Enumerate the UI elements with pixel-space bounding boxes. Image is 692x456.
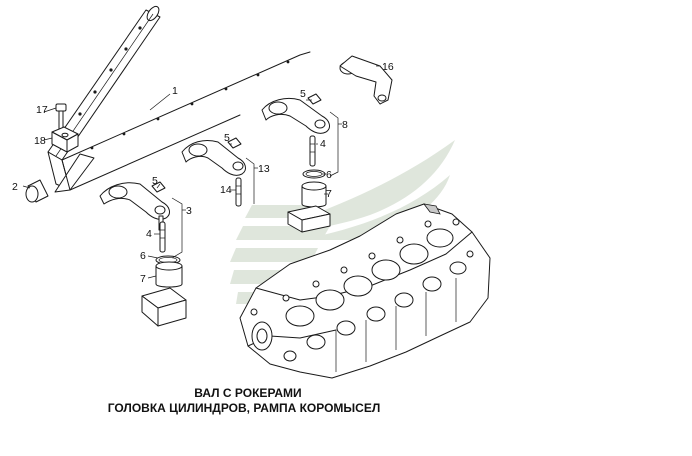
callout-6a: 6 bbox=[140, 250, 146, 262]
rocker-shaft bbox=[47, 5, 311, 193]
bridge-block-b bbox=[287, 205, 331, 233]
adjusting-screw-4a bbox=[159, 221, 166, 253]
adjusting-screw-14 bbox=[235, 177, 242, 207]
bridge-block-a bbox=[141, 287, 187, 327]
callout-18: 18 bbox=[34, 135, 46, 147]
shaft-end-plug bbox=[25, 179, 49, 203]
callout-3: 3 bbox=[186, 205, 192, 217]
rocker-arm-13 bbox=[181, 137, 246, 176]
caption-title: ВАЛ С РОКЕРАМИ bbox=[194, 386, 301, 400]
callout-17: 17 bbox=[36, 104, 48, 116]
bracket-18 bbox=[51, 126, 79, 153]
bracket-16 bbox=[339, 55, 393, 105]
rocker-arm-3 bbox=[99, 181, 170, 231]
callout-6b: 6 bbox=[326, 169, 332, 181]
callout-7a: 7 bbox=[140, 273, 146, 285]
valve-ports bbox=[285, 228, 467, 350]
callout-13: 13 bbox=[258, 163, 270, 175]
leader-lines bbox=[22, 65, 380, 279]
valve-cap-7a bbox=[155, 261, 183, 288]
callout-4b: 4 bbox=[320, 138, 326, 150]
head-end-face bbox=[250, 308, 297, 362]
cylinder-head bbox=[239, 203, 491, 379]
clip-6b bbox=[302, 169, 326, 179]
shaft-dots bbox=[90, 60, 290, 150]
head-side-ribs bbox=[335, 278, 457, 372]
callout-16: 16 bbox=[382, 61, 394, 73]
callout-8: 8 bbox=[342, 119, 348, 131]
adjusting-screw-4b bbox=[309, 135, 316, 167]
valve-cap-7b bbox=[301, 181, 327, 208]
callout-7b: 7 bbox=[326, 188, 332, 200]
callout-14: 14 bbox=[220, 184, 232, 196]
bolt-17 bbox=[55, 103, 67, 130]
callout-4a: 4 bbox=[146, 228, 152, 240]
caption-subtitle: ГОЛОВКА ЦИЛИНДРОВ, РАМПА КОРОМЫСЕЛ bbox=[108, 401, 381, 415]
callout-5c: 5 bbox=[300, 88, 306, 100]
shaft-oil-holes bbox=[78, 26, 142, 116]
callout-labels: 1 2 3 4 4 5 5 5 6 6 7 7 8 13 14 16 17 18 bbox=[12, 61, 394, 285]
callout-5a: 5 bbox=[152, 175, 158, 187]
callout-2: 2 bbox=[12, 181, 18, 193]
head-bolt-holes bbox=[282, 218, 474, 302]
callout-1: 1 bbox=[172, 85, 178, 97]
rocker-arm-8 bbox=[261, 93, 330, 134]
callout-5b: 5 bbox=[224, 132, 230, 144]
